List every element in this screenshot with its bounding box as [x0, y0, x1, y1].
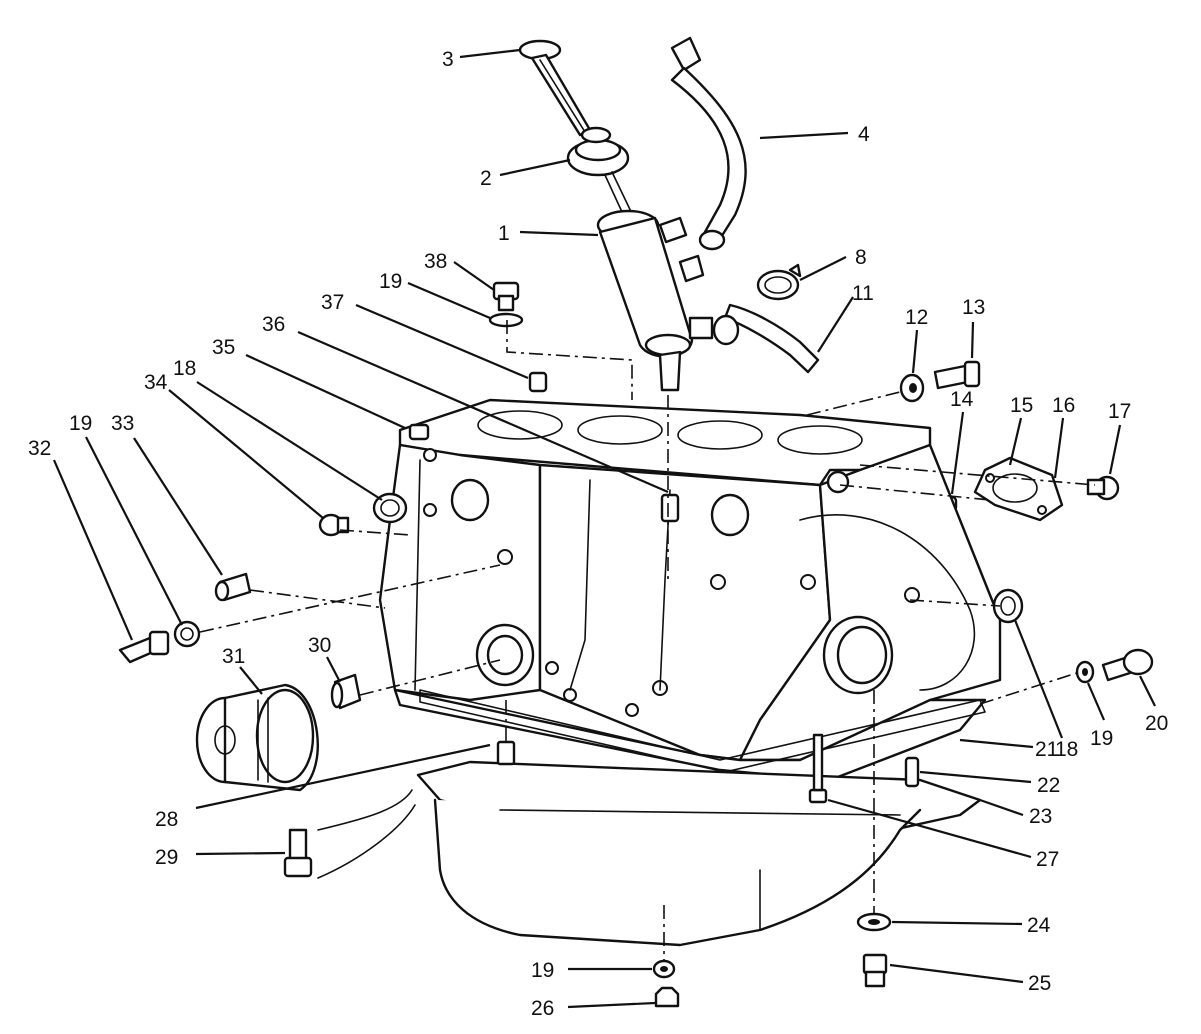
- callout-13: 13: [962, 296, 985, 319]
- oil-pressure-sender: [118, 630, 170, 664]
- cover-plate: [973, 456, 1064, 522]
- callout-37: 37: [321, 291, 344, 314]
- callout-30: 30: [308, 634, 331, 657]
- callout-16: 16: [1052, 394, 1075, 417]
- washer-24: [856, 912, 892, 932]
- center-lines: [199, 320, 1096, 962]
- callout-19-bottom: 19: [531, 959, 554, 982]
- callout-19-top: 19: [379, 270, 402, 293]
- washer-19-right: [1075, 660, 1095, 684]
- dipstick: [518, 39, 592, 137]
- callout-24: 24: [1027, 914, 1051, 937]
- callout-33: 33: [111, 412, 134, 435]
- callout-38: 38: [424, 250, 447, 273]
- callout-31: 31: [222, 645, 245, 668]
- callout-22: 22: [1037, 774, 1060, 797]
- callout-11: 11: [852, 282, 874, 305]
- bolt-17: [1086, 475, 1120, 501]
- sleeve-33: [214, 572, 252, 602]
- bolt-29: [283, 828, 313, 878]
- bolt-20: [1101, 648, 1154, 682]
- vent-hose: [712, 303, 820, 374]
- callout-27: 27: [1036, 848, 1059, 871]
- callout-25: 25: [1028, 972, 1051, 995]
- plug-26: [654, 986, 680, 1008]
- callout-34: 34: [144, 371, 168, 394]
- callout-leaders: [52, 48, 1156, 1009]
- callout-12: 12: [905, 306, 928, 329]
- washer-12: [899, 373, 925, 403]
- bolt-13: [933, 360, 981, 390]
- callout-14: 14: [950, 388, 974, 411]
- callout-labels: 1 2 3 4 8 11 12 13 14 15 16 17 38 19 37 …: [28, 48, 1168, 1020]
- callout-35: 35: [212, 336, 235, 359]
- bolt-27: [808, 733, 828, 804]
- oil-pan-gasket: [419, 689, 986, 773]
- parts-illustration: [118, 36, 1154, 1008]
- dowel-22: [904, 756, 920, 788]
- callout-15: 15: [1010, 394, 1033, 417]
- bolt-28: [496, 740, 516, 766]
- callout-21: 21: [1035, 738, 1058, 761]
- callout-26: 26: [531, 997, 554, 1020]
- oil-filter: [195, 683, 319, 792]
- callout-28: 28: [155, 808, 178, 831]
- callout-23: 23: [1029, 805, 1052, 828]
- washer-19-bottom: [652, 959, 676, 979]
- callout-29: 29: [155, 846, 178, 869]
- washer-19-left: [173, 620, 201, 648]
- callout-19-left: 19: [69, 412, 92, 435]
- callout-20: 20: [1145, 712, 1168, 735]
- drain-plug-25: [862, 953, 888, 988]
- plug-34: [318, 513, 350, 537]
- callout-19-right: 19: [1090, 727, 1113, 750]
- callout-32: 32: [28, 437, 51, 460]
- callout-1: 1: [498, 222, 510, 245]
- dowel-37: [528, 371, 548, 393]
- breather-hose: [670, 36, 747, 251]
- callout-8: 8: [855, 246, 867, 269]
- callout-18-left: 18: [173, 357, 196, 380]
- hose-clamp: [756, 263, 802, 301]
- seal-18-left: [372, 492, 408, 524]
- callout-2: 2: [480, 167, 492, 190]
- callout-3: 3: [442, 48, 454, 71]
- callout-36: 36: [262, 313, 285, 336]
- fitting-30: [330, 673, 362, 710]
- oil-filler-housing: [596, 209, 714, 392]
- callout-17: 17: [1108, 400, 1131, 423]
- callout-4: 4: [858, 123, 870, 146]
- callout-18-right: 18: [1055, 738, 1078, 761]
- engine-block: [378, 398, 1002, 782]
- plug-38: [488, 281, 524, 328]
- oil-pan: [416, 760, 982, 947]
